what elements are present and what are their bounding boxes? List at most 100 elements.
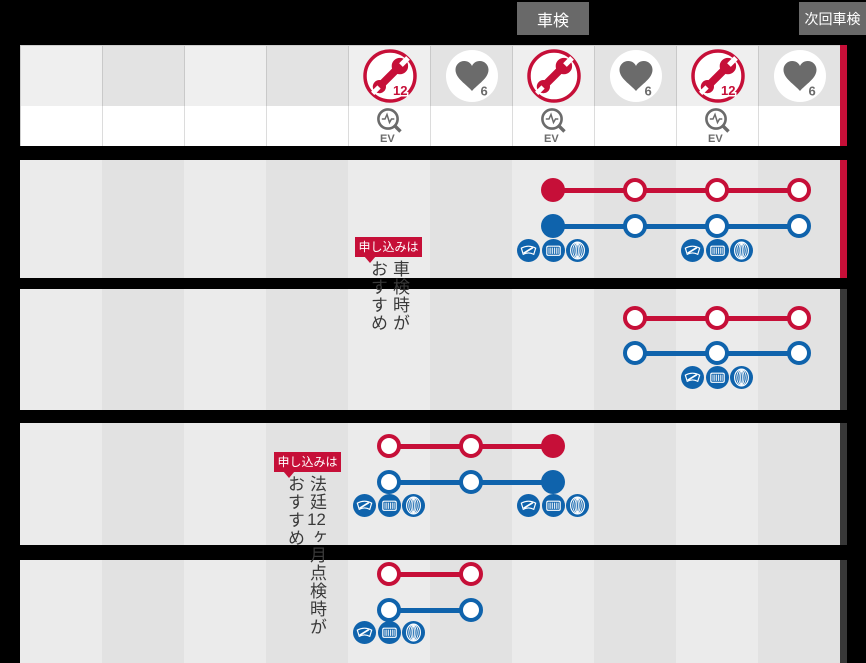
wiper-icon [681,238,704,262]
red-point-col8 [623,178,647,202]
blue-point-col7 [541,470,565,494]
red-point-col7 [541,434,565,458]
edge-dark-bar [840,423,847,545]
heart-inspection-cell: 6 [431,46,513,106]
blue-point-col9 [705,341,729,365]
apply-badge-pointer [283,471,295,478]
ev-empty-cell [103,106,185,146]
wiper-icon [517,493,540,517]
ev-empty-cell [595,106,677,146]
cabin-filter-icon [377,493,401,517]
ev-diagnosis-icon: EV [704,108,730,144]
wiper-icon [681,365,704,389]
ev-check-cell: EV [513,106,595,146]
blue-point-col8 [623,214,647,238]
apply-badge: 申し込みは [355,237,422,257]
wiper-icon [517,238,540,262]
header-empty-cell [21,46,103,106]
ev-empty-cell [267,106,349,146]
header-icon-row: 12 6 6 12 6 [21,46,841,106]
heart-icon: 6 [445,50,498,102]
blue-point-col9 [705,214,729,238]
timeline-row-background [20,289,840,410]
blue-point-col5 [377,598,401,622]
blue-point-col10 [787,341,811,365]
wiper-icon [353,493,376,517]
svg-text:12: 12 [393,83,407,98]
wiper-icon [353,620,376,644]
blue-timeline-line [553,223,799,229]
cabin-filter-icon [541,493,565,517]
svg-text:6: 6 [808,84,815,99]
edge-dark-bar [840,289,847,410]
wrench-inspection-cell: 12 [677,46,759,106]
blue-point-col6 [459,598,483,622]
vertical-text-line: おすすめ [368,260,387,332]
ev-diagnosis-icon: EV [376,108,402,144]
svg-text:6: 6 [480,84,487,99]
red-point-col5 [377,434,401,458]
header-empty-cell [185,46,267,106]
svg-text:6: 6 [644,84,651,99]
red-point-col9 [705,178,729,202]
cabin-filter-icon [705,365,729,389]
edge-dark-bar [840,560,847,663]
svg-text:EV: EV [708,133,723,144]
ev-check-cell: EV [677,106,759,146]
heart-icon: 6 [609,50,662,102]
red-timeline-line [389,571,471,577]
heart-inspection-cell: 6 [595,46,677,106]
red-point-col9 [705,306,729,330]
tire-icon [730,238,753,262]
recommendation-vertical-text: 車検時がおすすめ [366,260,410,455]
apply-badge: 申し込みは [274,452,341,472]
tire-icon [402,493,425,517]
header-empty-cell [103,46,185,106]
cabin-filter-icon [541,238,565,262]
header-ev-row: EV EV EV [21,106,841,146]
header-empty-cell [267,46,349,106]
wrench-inspection-cell: 12 [349,46,431,106]
tate-chu-yoko: 12 [307,511,326,528]
recommendation-vertical-text: 法廷12ヶ月点検時がおすすめ [283,475,327,663]
blue-point-col8 [623,341,647,365]
wrench-inspection-cell [513,46,595,106]
ev-empty-cell [21,106,103,146]
vertical-text-line: 法廷12ヶ月点検時が [307,475,326,636]
next-inspection-red-bar [840,45,847,146]
red-point-col10 [787,306,811,330]
heart-inspection-cell: 6 [759,46,841,106]
wrench-icon: 12 [362,49,417,103]
red-timeline-line [553,187,799,193]
red-point-col6 [459,562,483,586]
tire-icon [402,620,425,644]
wrench-icon [526,49,581,103]
shaken-label: 車検 [517,2,589,35]
blue-timeline-line [389,607,471,613]
blue-point-col10 [787,214,811,238]
tire-icon [730,365,753,389]
ev-diagnosis-icon: EV [540,108,566,144]
next-shaken-label: 次回車検 [799,2,866,35]
ev-check-cell: EV [349,106,431,146]
tire-icon [566,493,589,517]
red-point-col6 [459,434,483,458]
blue-point-col6 [459,470,483,494]
ev-empty-cell [759,106,841,146]
svg-text:EV: EV [380,133,395,144]
heart-icon: 6 [773,50,826,102]
cabin-filter-icon [377,620,401,644]
tire-icon [566,238,589,262]
red-point-col7 [541,178,565,202]
header-band: 12 6 6 12 6 EV EV EV [20,45,841,146]
cabin-filter-icon [705,238,729,262]
red-point-col5 [377,562,401,586]
svg-text:EV: EV [544,133,559,144]
svg-text:12: 12 [721,83,735,98]
blue-point-col5 [377,470,401,494]
apply-badge-pointer [364,256,376,263]
vertical-text-line: おすすめ [285,475,304,547]
ev-empty-cell [185,106,267,146]
timeline-row-background [20,160,840,278]
